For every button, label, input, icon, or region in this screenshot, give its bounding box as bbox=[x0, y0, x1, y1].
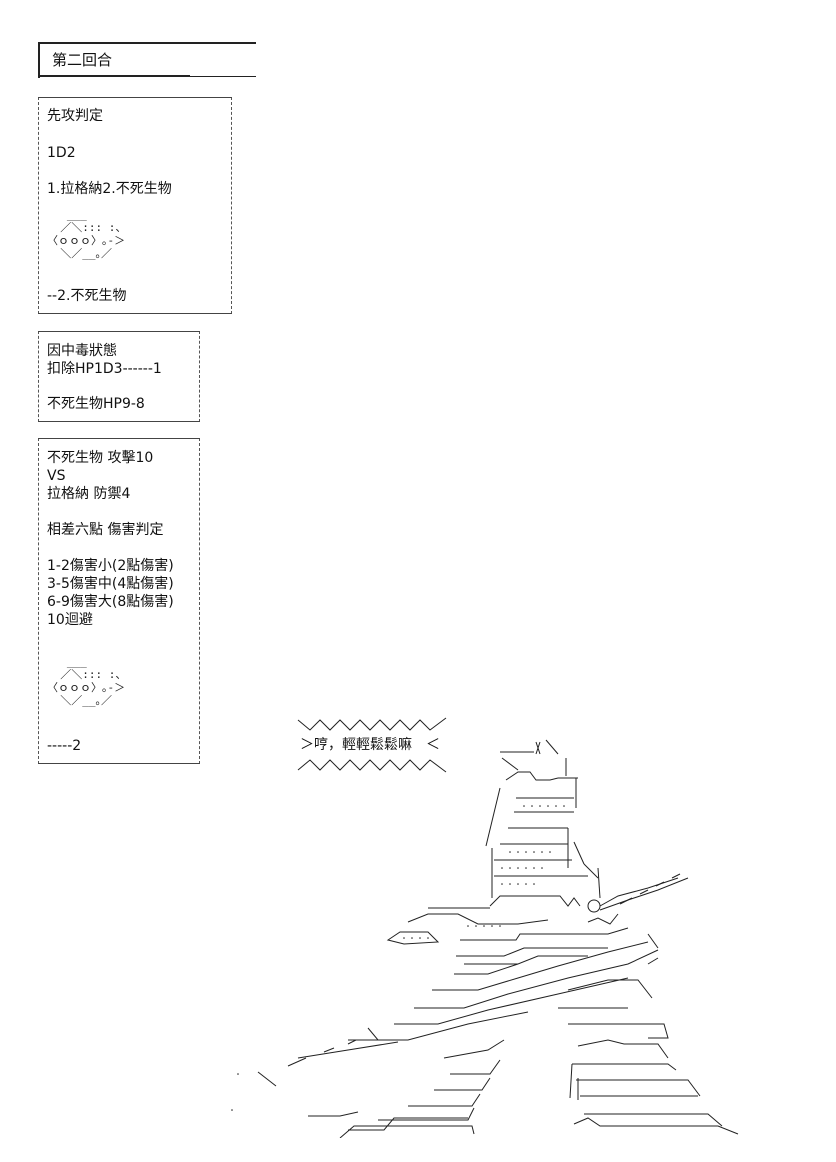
shout-bubble-frame-icon bbox=[297, 717, 447, 773]
initiative-title: 先攻判定 bbox=[47, 108, 103, 124]
header-bottom-rule bbox=[38, 76, 256, 77]
swordsman-character-art bbox=[231, 739, 739, 1138]
combat-box: 不死生物 攻擊10 VS 拉格納 防禦4 相差六點 傷害判定 1-2傷害小(2點… bbox=[38, 438, 200, 764]
attack-value: 不死生物 攻擊10 bbox=[47, 450, 154, 466]
damage-rule-large: 6-9傷害大(8點傷害) bbox=[47, 594, 174, 610]
header-top-rule bbox=[38, 42, 256, 44]
poison-damage: 扣除HP1D3------1 bbox=[47, 361, 162, 377]
undead-hp: 不死生物HP9-8 bbox=[47, 396, 145, 412]
poison-status: 因中毒狀態 bbox=[47, 343, 117, 359]
defense-value: 拉格納 防禦4 bbox=[47, 486, 131, 502]
dice-icon: ___ ／＼::: :、 〈ｏｏｏ〉｡-＞ ＼／__｡／ bbox=[47, 208, 127, 260]
shout-bubble: ＞哼，輕輕鬆鬆嘛 ＜ bbox=[296, 716, 456, 774]
header-left-rule bbox=[38, 42, 40, 78]
combat-result: -----2 bbox=[47, 738, 82, 754]
damage-rule-evade: 10迴避 bbox=[47, 612, 93, 628]
shout-text: ＞哼，輕輕鬆鬆嘛 ＜ bbox=[300, 737, 440, 753]
damage-rule-medium: 3-5傷害中(4點傷害) bbox=[47, 576, 174, 592]
versus-label: VS bbox=[47, 468, 66, 484]
round-title: 第二回合 bbox=[52, 51, 113, 69]
initiative-roll: 1D2 bbox=[47, 145, 76, 161]
dice-icon: ___ ／＼::: :、 〈ｏｏｏ〉｡-＞ ＼／__｡／ bbox=[47, 655, 127, 707]
damage-rule-small: 1-2傷害小(2點傷害) bbox=[47, 558, 174, 574]
initiative-result: --2.不死生物 bbox=[47, 288, 127, 304]
initiative-options: 1.拉格納2.不死生物 bbox=[47, 181, 172, 197]
round-header: 第二回合 bbox=[38, 42, 256, 80]
damage-diff: 相差六點 傷害判定 bbox=[47, 522, 164, 538]
poison-box: 因中毒狀態 扣除HP1D3------1 不死生物HP9-8 bbox=[38, 331, 200, 422]
initiative-box: 先攻判定 1D2 1.拉格納2.不死生物 ___ ／＼::: :、 〈ｏｏｏ〉｡… bbox=[38, 97, 232, 314]
